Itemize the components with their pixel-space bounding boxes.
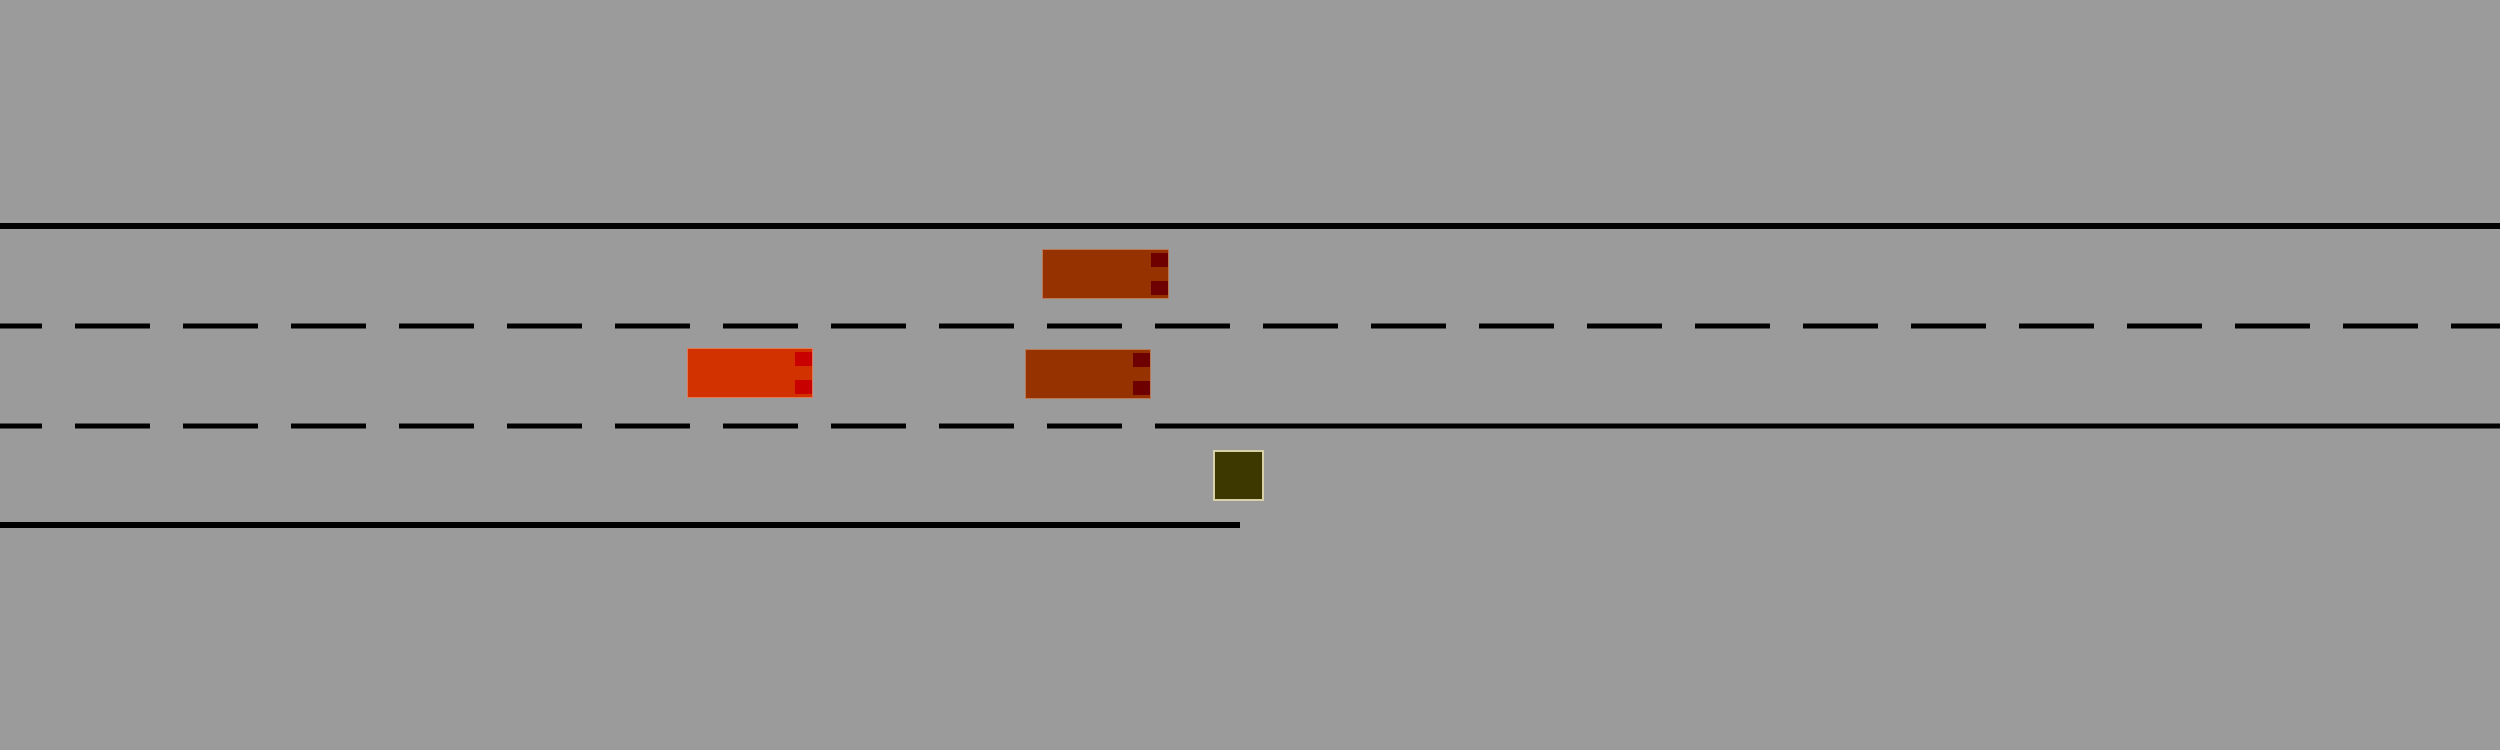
vehicle-front-light bbox=[795, 352, 812, 366]
vehicle-middle-lane-ahead bbox=[1025, 349, 1151, 399]
vehicle-front-light bbox=[1151, 281, 1168, 295]
merge-end-obstacle bbox=[1213, 450, 1264, 501]
ego-vehicle bbox=[687, 348, 813, 398]
vehicle-top-lane bbox=[1042, 249, 1169, 299]
vehicle-front-light bbox=[1151, 253, 1168, 267]
vehicle-front-light bbox=[1133, 353, 1150, 367]
vehicle-front-light bbox=[1133, 381, 1150, 395]
vehicle-front-light bbox=[795, 380, 812, 394]
